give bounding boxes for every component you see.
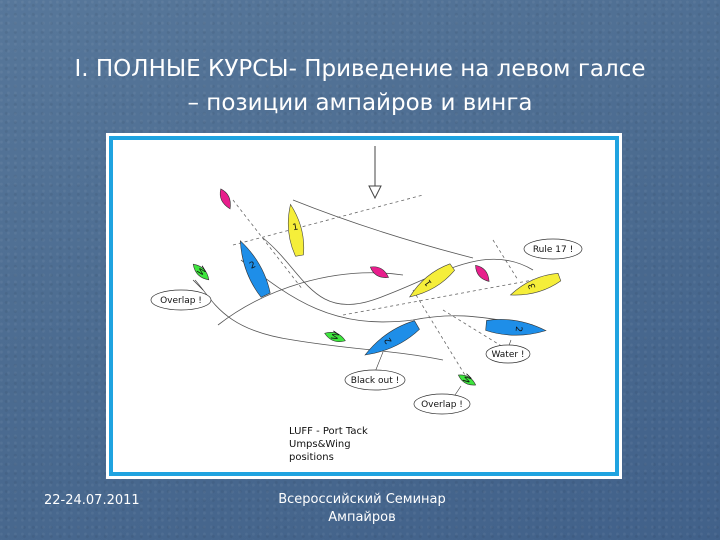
legend-line-1: LUFF - Port Tack: [289, 426, 368, 437]
legend-line-2: Umps&Wing: [289, 439, 351, 450]
boat-number: 1: [423, 277, 434, 287]
wing-boat-1: W: [192, 263, 209, 281]
position-lines: [232, 194, 534, 381]
footer-event-line-1: Всероссийский Семинар: [278, 492, 446, 507]
umpire-boat-2: [369, 266, 389, 278]
course-tracks: [194, 199, 534, 361]
boat-number: 2: [248, 260, 257, 271]
callout-text: Rule 17 !: [533, 245, 573, 255]
boat-number: 1: [292, 222, 299, 233]
yellow-boat-2: 1: [409, 263, 455, 298]
boat-number: 2: [383, 335, 395, 345]
callout-blackout: Black out !: [344, 351, 406, 391]
umpire-boat-3: [475, 264, 490, 282]
title-line-1: I. ПОЛНЫЕ КУРСЫ- Приведение на левом гал…: [74, 56, 646, 82]
legend-line-3: positions: [289, 452, 334, 463]
boat-number: 3: [527, 281, 538, 290]
callout-rule17: Rule 17 !: [523, 238, 583, 260]
blue-boat-3: 2: [364, 320, 420, 356]
wind-arrow-icon: [368, 146, 382, 200]
footer-event: Всероссийский Семинар Ампайров: [262, 491, 462, 527]
callout-text: Water !: [491, 350, 524, 360]
callout-text: Black out !: [351, 376, 399, 386]
blue-boat-2: 2: [485, 319, 547, 336]
callout-text: Overlap !: [421, 400, 463, 410]
yellow-boat-3: 3: [509, 273, 562, 296]
course-diagram: 1 W 2 1 3 2 W: [150, 146, 583, 463]
callout-text: Overlap !: [160, 296, 202, 306]
wing-label: W: [330, 330, 342, 342]
diagram-legend: LUFF - Port Tack Umps&Wing positions: [289, 426, 368, 463]
slide-title: I. ПОЛНЫЕ КУРСЫ- Приведение на левом гал…: [20, 52, 700, 120]
footer-date: 22-24.07.2011: [44, 493, 140, 508]
blue-boat-1: 2: [239, 240, 271, 298]
callout-water: Water !: [485, 339, 531, 364]
umpire-boat-1: [219, 188, 231, 210]
title-line-2: – позиции ампайров и винга: [187, 90, 533, 116]
boat-number: 2: [513, 326, 523, 333]
wing-boat-2: W: [324, 330, 346, 342]
yellow-boat-1: 1: [287, 203, 305, 257]
callout-overlap-top: Overlap !: [150, 279, 212, 311]
diagram-frame: 1 W 2 1 3 2 W: [109, 136, 619, 476]
wing-boat-3: W: [457, 373, 477, 386]
callout-overlap-bottom: Overlap !: [413, 385, 471, 415]
footer-event-line-2: Ампайров: [328, 510, 396, 525]
